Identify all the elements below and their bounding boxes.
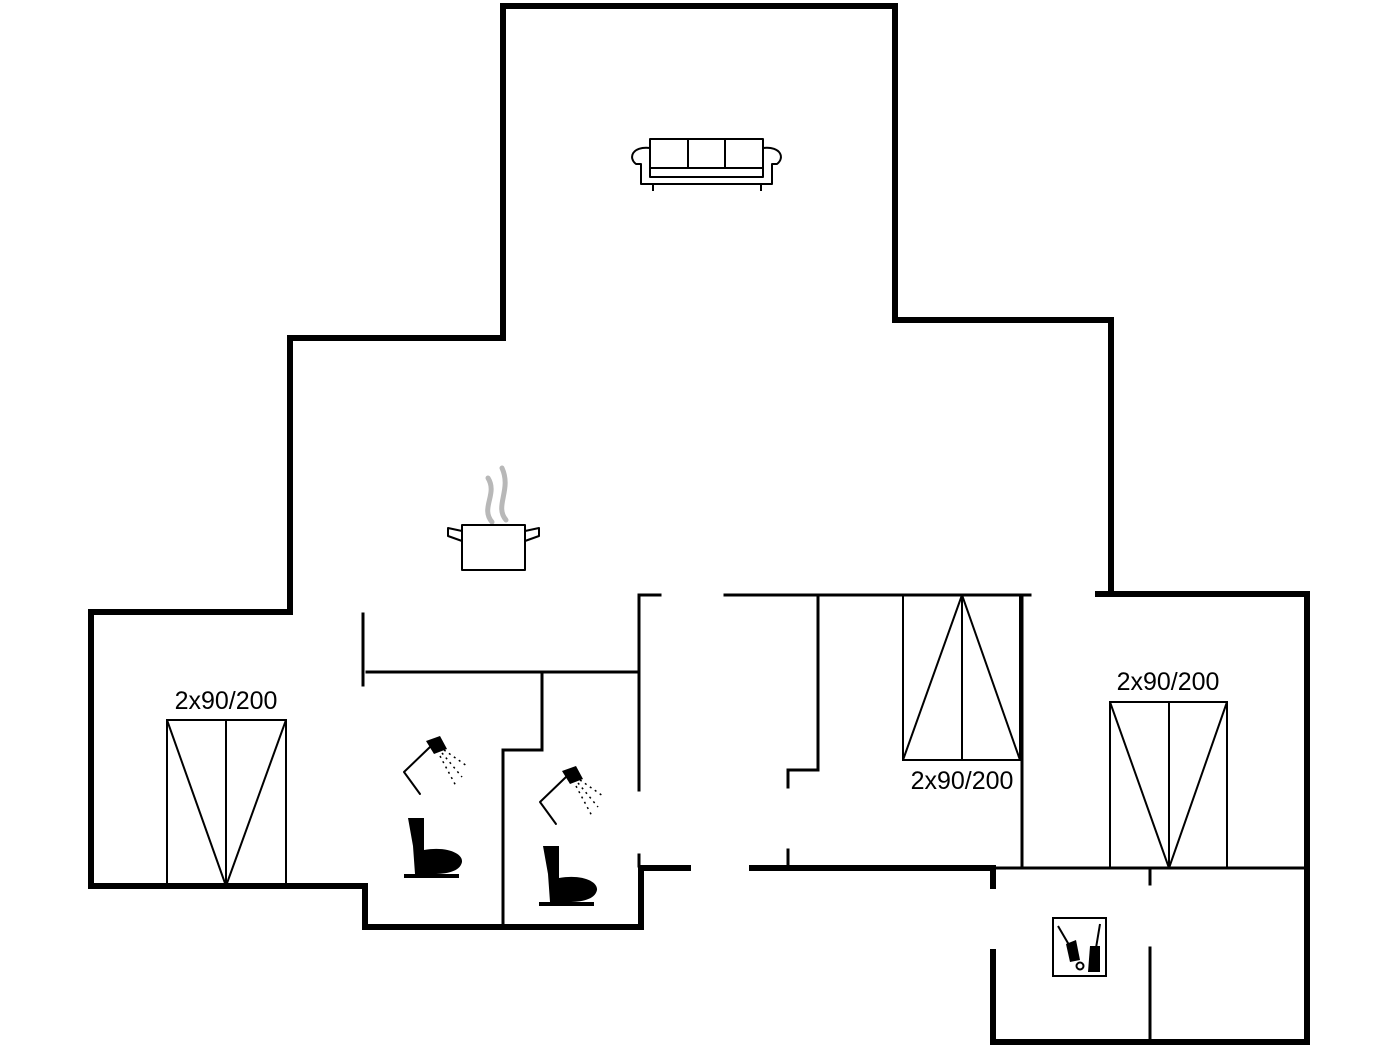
bed-west: 2x90/200 [166, 687, 287, 887]
shower-icon [403, 736, 468, 795]
bed-east-label: 2x90/200 [1117, 668, 1220, 696]
toilet-icon [539, 846, 598, 906]
vacuum-cleaner-icon [1052, 917, 1107, 977]
shower-icon [539, 766, 604, 825]
bed-east: 2x90/200 [1109, 668, 1228, 869]
cooking-pot-icon [447, 465, 540, 571]
bed-west-label: 2x90/200 [175, 687, 278, 715]
bed-center-label: 2x90/200 [911, 767, 1014, 795]
bed-center: 2x90/200 [902, 594, 1021, 795]
exterior-walls [88, 3, 1310, 1045]
toilet-icon [404, 818, 463, 878]
interior-walls [361, 593, 1307, 1042]
sofa-icon [631, 138, 782, 191]
